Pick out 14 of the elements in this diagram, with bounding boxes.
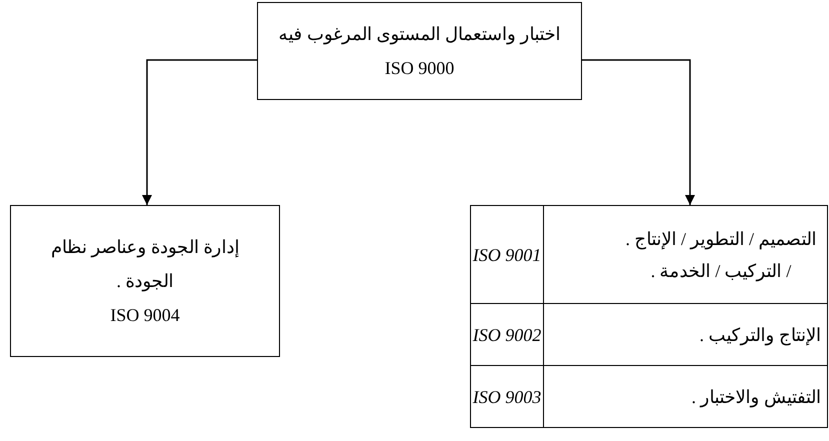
box-text: ISO 9004 xyxy=(110,304,180,327)
table-cell-text: ISO 9003 xyxy=(472,386,542,408)
table-cell-text: ISO 9001 xyxy=(472,244,542,266)
process-box xyxy=(257,2,582,100)
table-cell-text: التصميم / التطوير / الإنتاج . / التركيب / الخدمة . xyxy=(624,228,818,284)
table-cell-text: ISO 9002 xyxy=(472,324,542,346)
process-box xyxy=(10,205,280,357)
box-text: اختبار واستعمال المستوى المرغوب فيه ISO 9000 xyxy=(278,23,562,80)
arrow xyxy=(582,59,695,205)
box-text: إدارة الجودة وعناصر نظام الجودة . xyxy=(50,236,240,294)
arrow xyxy=(142,59,257,205)
table-cell-text: الإنتاج والتركيب . xyxy=(700,324,821,348)
standards-table xyxy=(470,205,828,428)
table-cell-text: التفتيش والاختبار . xyxy=(692,386,821,410)
